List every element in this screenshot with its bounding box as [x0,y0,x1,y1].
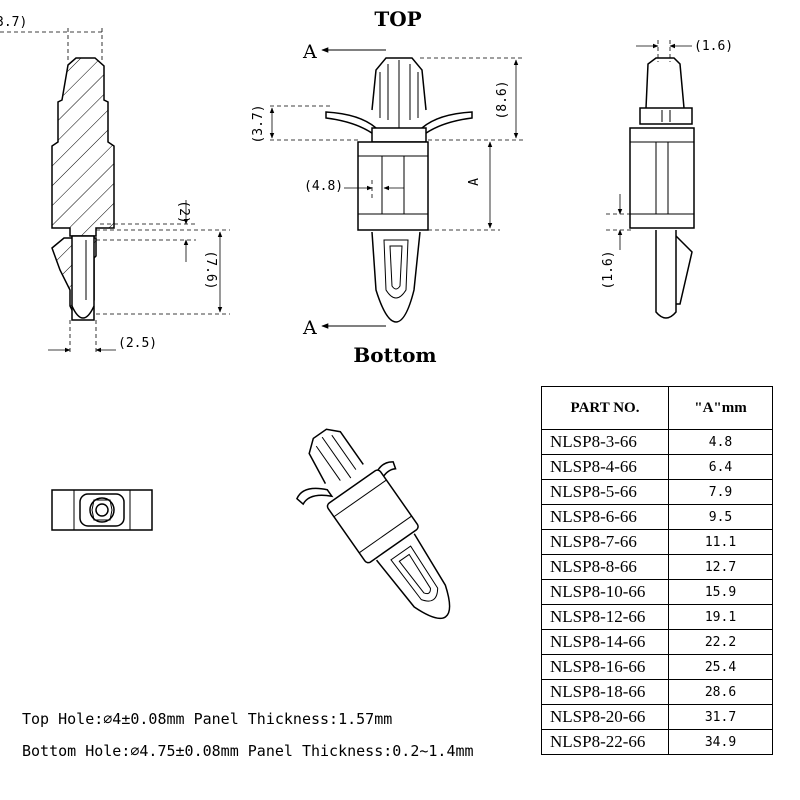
part-no-cell: NLSP8-6-66 [541,504,669,530]
dim-left-top: 3.7) [0,15,27,30]
plan-view [51,489,153,531]
a-value-cell: 4.8 [668,429,773,455]
a-value-cell: 25.4 [668,654,773,680]
dim-right-1-6-side: (1.6) [601,250,616,289]
left-dimension-arrows [48,200,223,353]
part-no-cell: NLSP8-5-66 [541,479,669,505]
bottom-view-label: Bottom [353,343,436,367]
top-hole-note: Top Hole:⌀4±0.08mm Panel Thickness:1.57m… [22,710,393,728]
dim-right-1-6-top: (1.6) [694,39,733,54]
isometric-view [296,428,451,620]
a-value-cell: 7.9 [668,479,773,505]
header-part-no: PART NO. [541,386,669,430]
header-a-mm: "A"mm [668,386,773,430]
dim-left-7-6: (7.6) [203,250,218,289]
right-dimension-arrows [617,43,692,250]
part-no-cell: NLSP8-8-66 [541,554,669,580]
part-no-cell: NLSP8-3-66 [541,429,669,455]
a-value-cell: 19.1 [668,604,773,630]
bottom-hole-note: Bottom Hole:⌀4.75±0.08mm Panel Thickness… [22,742,474,760]
a-value-cell: 9.5 [668,504,773,530]
part-no-cell: NLSP8-18-66 [541,679,669,705]
a-value-cell: 31.7 [668,704,773,730]
part-no-cell: NLSP8-10-66 [541,579,669,605]
part-no-cell: NLSP8-20-66 [541,704,669,730]
a-value-cell: 12.7 [668,554,773,580]
part-no-cell: NLSP8-22-66 [541,729,669,755]
section-letter-bottom: A [302,317,317,339]
section-view [51,57,115,321]
a-value-cell: 11.1 [668,529,773,555]
dim-mid-A: A [467,178,482,186]
right-dimension-lines [606,40,671,231]
part-no-cell: NLSP8-16-66 [541,654,669,680]
dim-left-2-5: (2.5) [118,336,157,351]
a-value-cell: 34.9 [668,729,773,755]
section-letter-top: A [302,41,317,63]
part-no-cell: NLSP8-4-66 [541,454,669,480]
part-no-cell: NLSP8-7-66 [541,529,669,555]
part-no-cell: NLSP8-14-66 [541,629,669,655]
dim-mid-4-8: (4.8) [304,179,343,194]
mid-dimension-arrows [269,59,519,229]
front-view [325,57,473,323]
left-dimension-lines [0,28,230,354]
dim-mid-3-7: (3.7) [251,104,266,143]
table-header-row: PART NO. "A"mm [541,386,773,430]
dim-left-2: (2) [176,200,191,223]
top-view-label: TOP [374,7,421,31]
a-value-cell: 22.2 [668,629,773,655]
mid-dimension-lines [270,57,524,231]
dim-mid-8-6: (8.6) [495,80,510,119]
a-value-cell: 28.6 [668,679,773,705]
part-no-cell: NLSP8-12-66 [541,604,669,630]
side-view [629,57,695,319]
a-value-cell: 15.9 [668,579,773,605]
a-value-cell: 6.4 [668,454,773,480]
